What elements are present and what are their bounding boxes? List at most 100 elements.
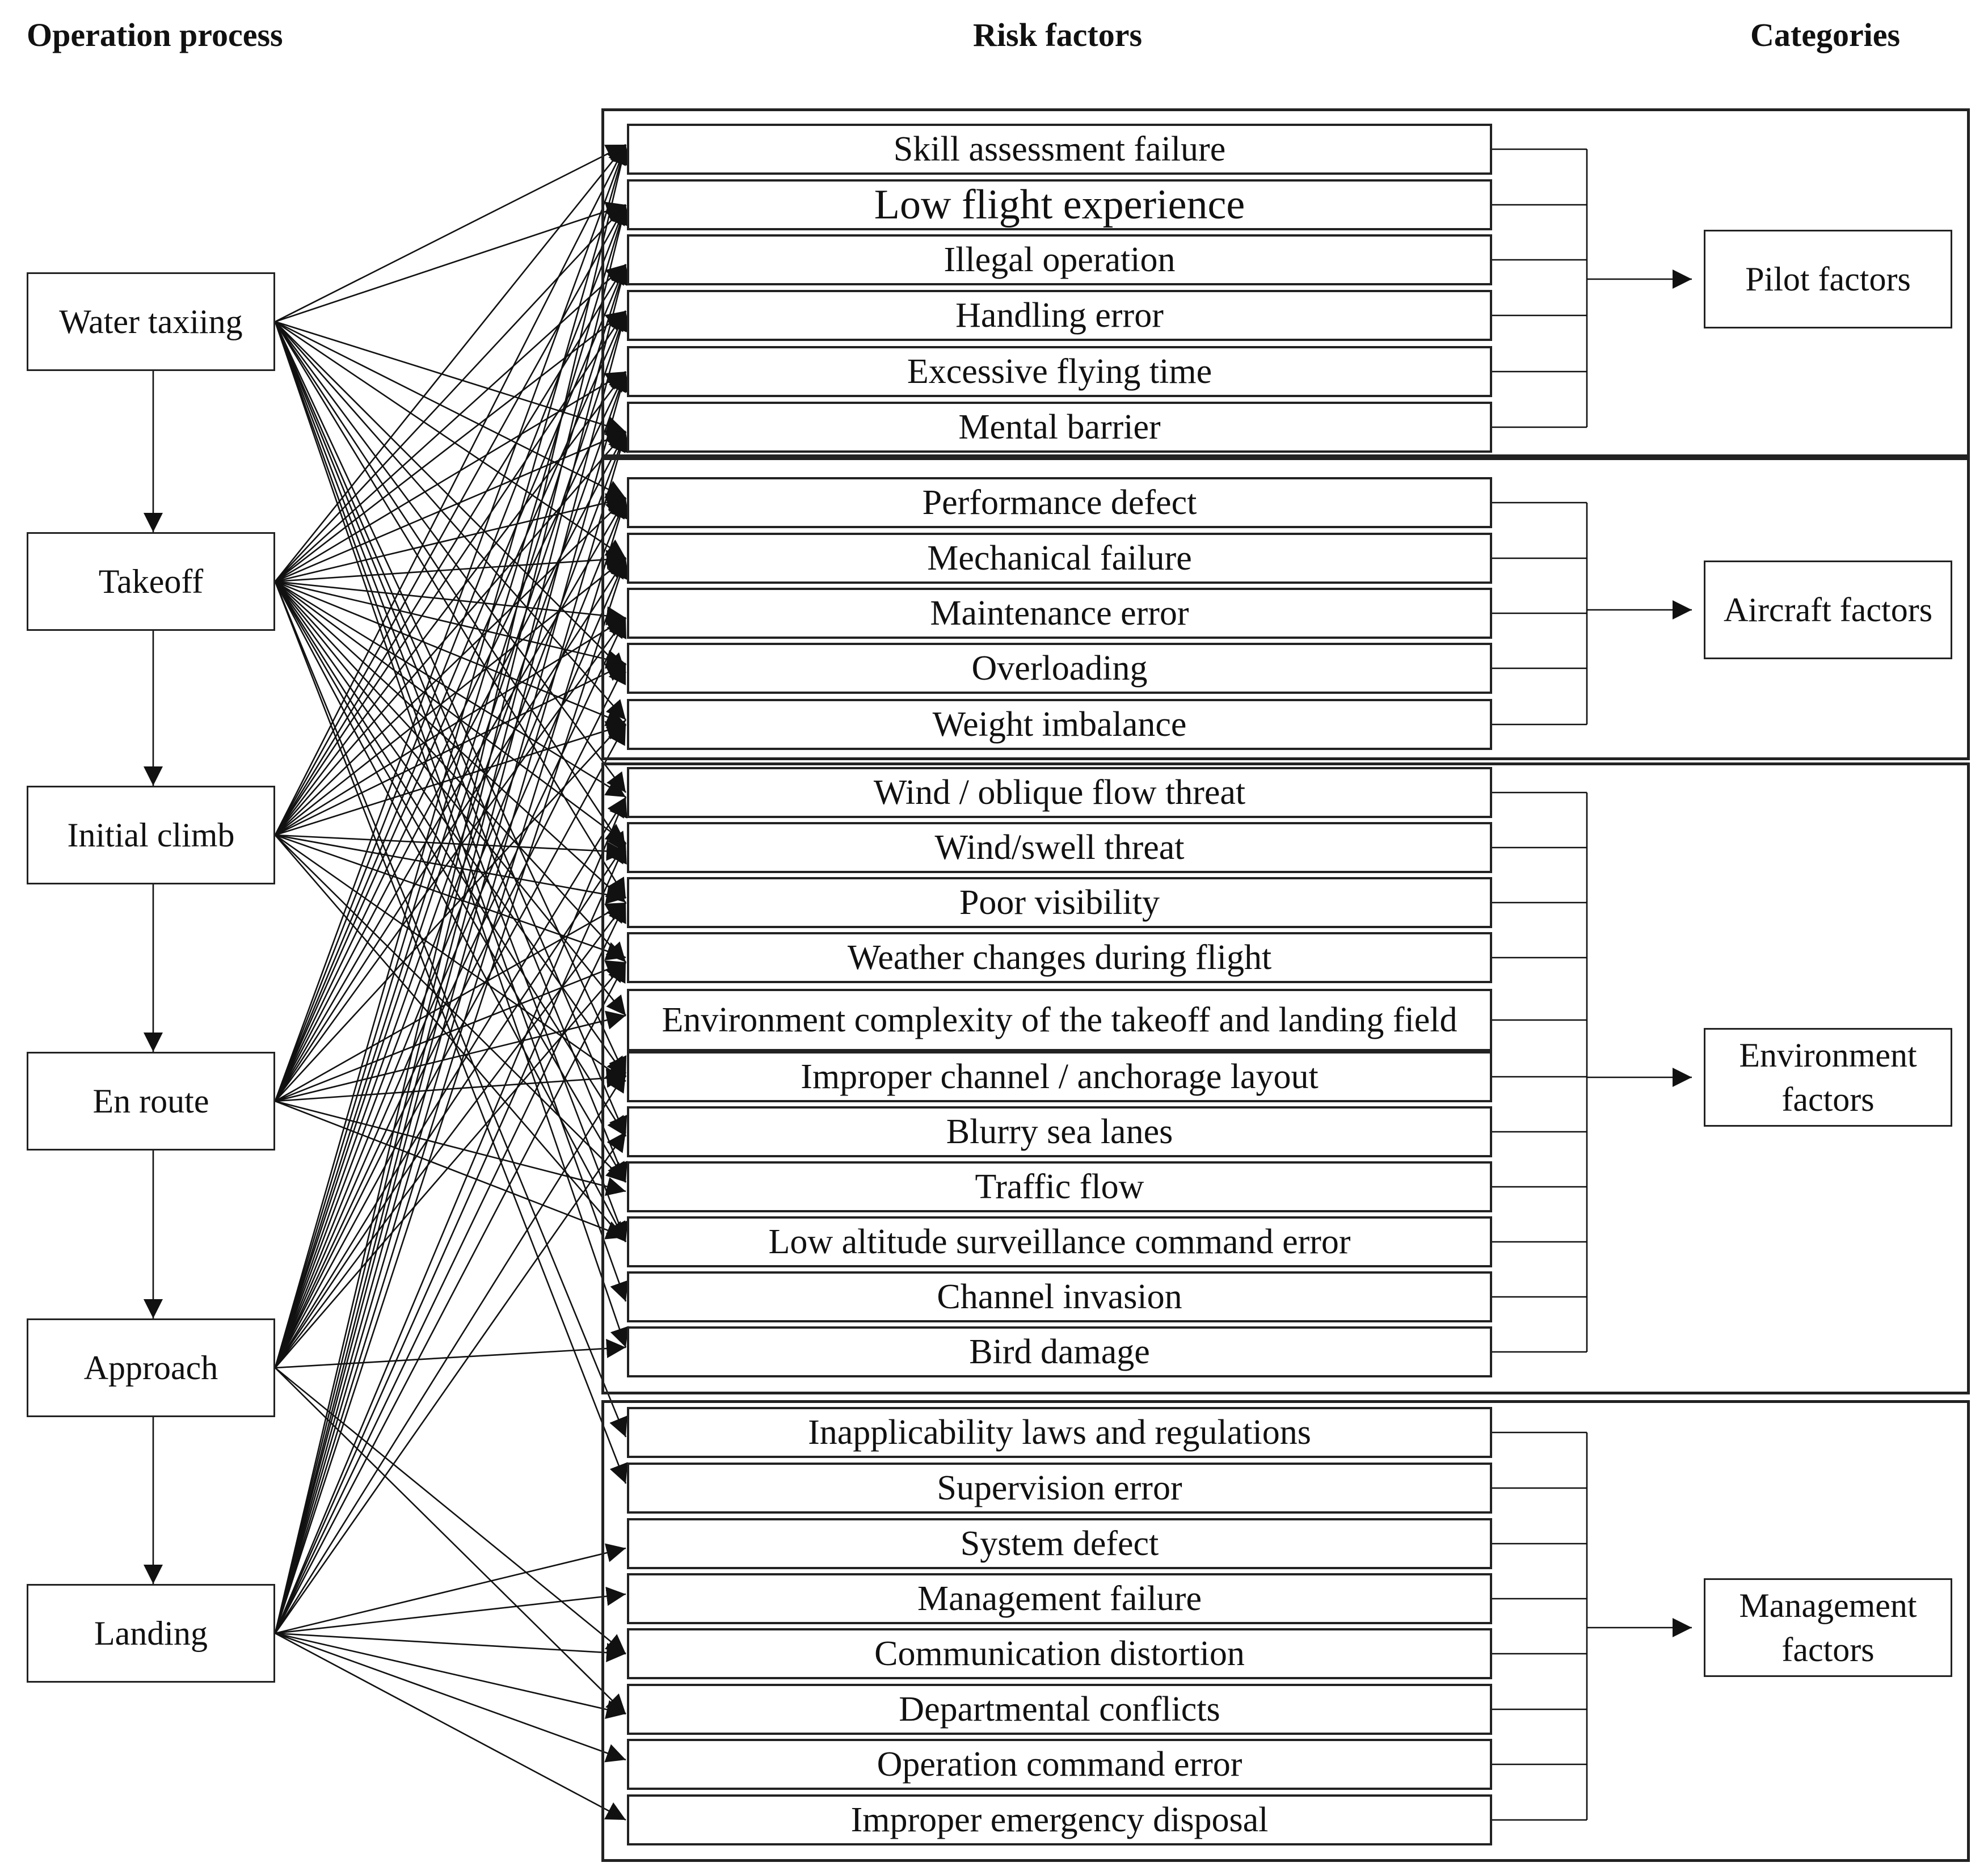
process-risk-link xyxy=(275,617,626,836)
process-risk-link xyxy=(274,204,627,836)
risk-factor-box: Illegal operation xyxy=(627,234,1492,285)
process-risk-link xyxy=(274,264,631,1634)
process-risk-link xyxy=(275,1632,626,1719)
process-risk-link xyxy=(274,204,631,1634)
process-risk-link xyxy=(275,321,626,436)
risk-factor-box: Bird damage xyxy=(627,1326,1492,1377)
risk-factor-box: Improper emergency disposal xyxy=(627,1794,1492,1845)
process-step: Initial climb xyxy=(27,786,275,884)
risk-factor-box: Supervision error xyxy=(627,1463,1492,1514)
process-risk-link xyxy=(274,498,627,1102)
risk-factor-box: Wind/swell threat xyxy=(627,822,1492,873)
risk-factor-box: Blurry sea lanes xyxy=(627,1106,1492,1157)
risk-factor-box: Low altitude surveillance command error xyxy=(627,1216,1492,1267)
process-risk-link xyxy=(274,321,627,853)
process-risk-link xyxy=(275,321,626,673)
process-risk-link xyxy=(275,201,626,323)
process-risk-link xyxy=(275,1339,626,1369)
risk-factor-box: Wind / oblique flow threat xyxy=(627,767,1492,818)
risk-factor-box: Excessive flying time xyxy=(627,346,1492,397)
process-risk-link xyxy=(275,835,626,1242)
header-risk-factors: Risk factors xyxy=(973,16,1143,53)
process-risk-link xyxy=(275,370,626,583)
risk-factor-box: Improper channel / anchorage layout xyxy=(627,1051,1492,1102)
process-risk-link xyxy=(274,321,627,793)
process-risk-link xyxy=(275,1100,626,1196)
process-risk-link xyxy=(275,835,626,1183)
process-risk-link xyxy=(275,321,626,499)
risk-factor-box: Channel invasion xyxy=(627,1271,1492,1322)
process-risk-link xyxy=(275,580,626,626)
category-box: Environment factors xyxy=(1704,1028,1952,1127)
process-risk-link xyxy=(275,204,626,582)
process-risk-link xyxy=(274,431,630,1634)
process-risk-link xyxy=(274,617,627,1102)
process-risk-link xyxy=(275,580,626,798)
risk-factor-box: Inapplicability laws and regulations xyxy=(627,1407,1492,1458)
process-risk-link xyxy=(274,431,627,1102)
risk-factor-box: Communication distortion xyxy=(627,1628,1492,1679)
process-risk-link xyxy=(274,321,627,1077)
process-risk-link xyxy=(274,204,630,1368)
process-step: Approach xyxy=(27,1318,275,1417)
risk-factor-box: Weather changes during flight xyxy=(627,932,1492,983)
risk-factor-box: Performance defect xyxy=(627,477,1492,528)
process-risk-link xyxy=(274,310,629,1368)
risk-factor-box: Traffic flow xyxy=(627,1161,1492,1212)
process-risk-link xyxy=(274,144,631,1634)
process-risk-link xyxy=(274,204,628,1102)
process-risk-link xyxy=(275,493,626,583)
risk-factor-box: Weight imbalance xyxy=(627,699,1492,750)
process-step: En route xyxy=(27,1052,275,1151)
process-risk-link xyxy=(275,430,626,583)
process-risk-link xyxy=(274,663,627,1368)
process-risk-link xyxy=(274,264,627,836)
process-step: Landing xyxy=(27,1584,275,1683)
risk-factor-box: Poor visibility xyxy=(627,877,1492,928)
process-risk-link xyxy=(274,558,627,1102)
process-risk-link xyxy=(275,962,626,1368)
process-risk-link xyxy=(275,1068,626,1102)
risk-factor-box: Environment complexity of the takeoff an… xyxy=(627,989,1492,1051)
process-step: Takeoff xyxy=(27,532,275,631)
risk-factor-box: Departmental conflicts xyxy=(627,1684,1492,1735)
process-risk-link xyxy=(274,498,630,1634)
header-categories: Categories xyxy=(1750,16,1901,53)
process-risk-link xyxy=(275,264,626,582)
process-risk-link xyxy=(275,834,626,904)
process-risk-link xyxy=(275,431,626,836)
group-management-factors xyxy=(601,1400,1970,1862)
process-risk-link xyxy=(274,321,629,1302)
group-pilot-factors xyxy=(601,108,1970,457)
process-risk-link xyxy=(274,581,627,1242)
risk-factor-box: Low flight experience xyxy=(627,179,1492,230)
process-risk-link xyxy=(274,1072,627,1634)
process-risk-link xyxy=(274,1131,627,1634)
process-risk-link xyxy=(274,558,629,1634)
risk-factor-box: Mechanical failure xyxy=(627,533,1492,584)
risk-factor-box: System defect xyxy=(627,1518,1492,1569)
process-risk-link xyxy=(274,264,629,1368)
process-risk-link xyxy=(275,580,626,844)
risk-factor-box: Skill assessment failure xyxy=(627,124,1492,175)
process-risk-link xyxy=(274,264,627,1102)
process-risk-link xyxy=(275,321,626,559)
process-risk-link xyxy=(274,144,629,1102)
process-risk-link xyxy=(275,719,626,1102)
process-risk-link xyxy=(275,310,626,583)
risk-factor-box: Mental barrier xyxy=(627,402,1492,453)
process-risk-link xyxy=(274,902,627,1368)
process-risk-link xyxy=(274,321,627,1183)
process-risk-link xyxy=(275,1632,626,1763)
risk-factor-box: Maintenance error xyxy=(627,588,1492,639)
process-risk-link xyxy=(274,558,627,1368)
risk-factor-box: Handling error xyxy=(627,290,1492,341)
process-risk-link xyxy=(274,498,628,1368)
process-risk-link xyxy=(274,842,627,1368)
process-risk-link xyxy=(275,144,626,323)
process-risk-link xyxy=(275,1632,626,1821)
process-risk-link xyxy=(274,617,627,1368)
risk-factor-box: Operation command error xyxy=(627,1739,1492,1790)
process-risk-link xyxy=(274,310,630,1634)
